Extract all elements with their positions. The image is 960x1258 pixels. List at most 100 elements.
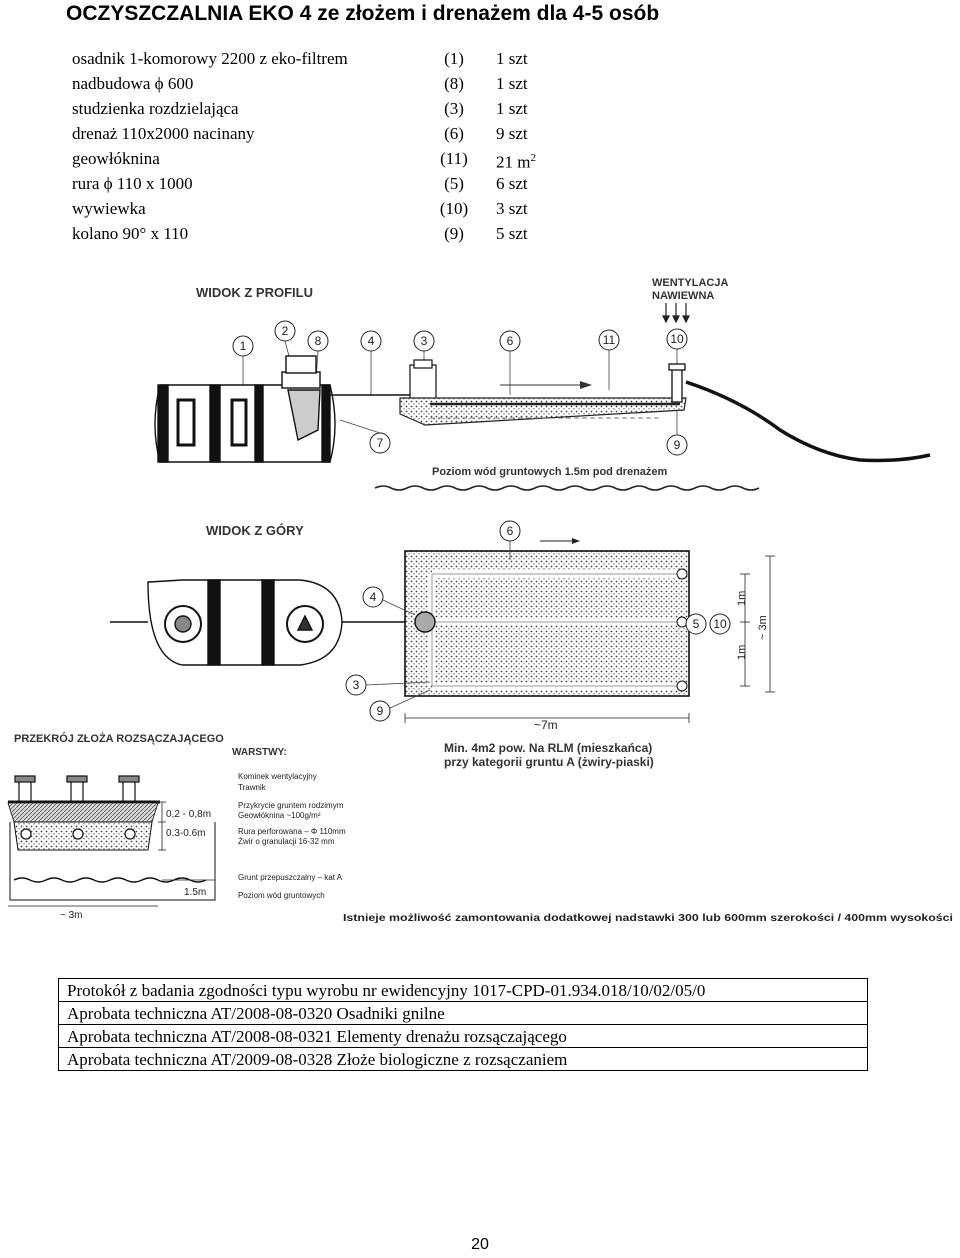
section-dimensions (8, 801, 215, 907)
dim-width: ~ 3m (60, 910, 83, 921)
part-code: (6) (444, 124, 464, 143)
parts-row: wywiewka(10)3 szt (72, 196, 572, 221)
callout-label: 11 (603, 333, 616, 347)
part-code: (5) (444, 174, 464, 193)
callout-label: 7 (377, 436, 384, 450)
parts-list: osadnik 1-komorowy 2200 z eko-filtrem (1)… (72, 46, 572, 246)
callout: 3 (345, 674, 367, 696)
parts-row: nadbudowa ϕ 600 (8) 1 szt (72, 71, 572, 96)
vent-chimneys (14, 775, 140, 803)
dim-3m: ~ 3m (757, 615, 769, 640)
extra-attachment-note: Istnieje możliwość zamontowania dodatkow… (343, 913, 953, 924)
protocol-cell: Aprobata techniczna AT/2008-08-0320 Osad… (58, 1001, 868, 1025)
part-code: (8) (444, 74, 464, 93)
part-name: rura ϕ 110 x 1000 (72, 174, 193, 193)
vent-arrows (662, 303, 690, 324)
callout: 10 (666, 328, 688, 350)
layer-label: Poziom wód gruntowych (238, 891, 325, 900)
vent-pipe (668, 363, 686, 403)
callout-label: 6 (507, 524, 514, 538)
top-view: WIDOK Z GÓRY (110, 520, 775, 769)
callout: 6 (499, 330, 521, 352)
table-row: Aprobata techniczna AT/2008-08-0320 Osad… (58, 1001, 868, 1025)
callout: 5 (685, 613, 707, 635)
part-name: nadbudowa ϕ 600 (72, 74, 194, 93)
part-name: geowłóknina (72, 149, 160, 168)
protocols-table: Protokół z badania zgodności typu wyrobu… (58, 978, 868, 1071)
distribution-box (409, 359, 437, 402)
callout: 1 (232, 335, 254, 357)
vent-label-line1: WENTYLACJA (652, 277, 728, 289)
part-qty-value: 21 m (496, 152, 531, 172)
part-code: (9) (444, 224, 464, 243)
callout-label: 3 (421, 334, 428, 348)
callout-label: 10 (670, 332, 684, 346)
part-qty: 6 szt (496, 174, 528, 193)
parts-row: osadnik 1-komorowy 2200 z eko-filtrem (1)… (72, 46, 572, 71)
callout-label: 3 (353, 678, 360, 692)
dim-1m-top: 1m (736, 591, 748, 606)
protocol-cell: Protokół z badania zgodności typu wyrobu… (58, 978, 868, 1002)
parts-row: drenaż 110x2000 nacinany(6)9 szt (72, 121, 572, 146)
septic-tank-top (110, 579, 420, 666)
callout-label: 10 (713, 617, 727, 631)
top-callouts: 6 4 5 10 3 9 (345, 520, 731, 722)
section-heading: PRZEKRÓJ ZŁOŻA ROZSĄCZAJĄCEGO (14, 732, 224, 745)
part-name: kolano 90° x 110 (72, 224, 189, 243)
document-title: OCZYSZCZALNIA EKO 4 ze złożem i drenażem… (66, 2, 660, 25)
table-row: Aprobata techniczna AT/2009-08-0328 Złoż… (58, 1047, 868, 1071)
protocol-cell: Aprobata techniczna AT/2009-08-0328 Złoż… (58, 1047, 868, 1071)
parts-row: studzienka rozdzielająca (3) 1 szt (72, 96, 572, 121)
vent-label-line2: NAWIEWNA (652, 290, 714, 302)
callout: 4 (362, 586, 384, 608)
layer-label: Przykrycie gruntem rodzimym (238, 801, 344, 810)
part-name: osadnik 1-komorowy 2200 z eko-filtrem (72, 49, 348, 68)
protocol-cell: Aprobata techniczna AT/2008-08-0321 Elem… (58, 1024, 868, 1048)
part-qty: 1 szt (496, 74, 528, 93)
table-row: Aprobata techniczna AT/2008-08-0321 Elem… (58, 1024, 868, 1048)
cross-section: PRZEKRÓJ ZŁOŻA ROZSĄCZAJĄCEGO WARSTWY: 0… (7, 732, 953, 924)
groundwater-note: Poziom wód gruntowych 1.5m pod drenażem (432, 466, 668, 478)
part-qty: 21 m2 (496, 146, 536, 175)
layer-label: Grunt przepuszczalny – kat A (238, 873, 343, 882)
callout-label: 1 (240, 339, 247, 353)
dim-cover: 0,2 - 0,8m (166, 809, 211, 820)
technical-drawing: WIDOK Z PROFILU WENTYLACJA NAWIEWNA 1 2 … (7, 277, 953, 924)
dim-1m-bottom: 1m (736, 645, 748, 660)
callout: 11 (598, 329, 620, 351)
dim-gravel: 0.3-0.6m (166, 828, 205, 839)
callout: 8 (307, 330, 329, 352)
part-qty: 1 szt (496, 99, 528, 118)
callout: 6 (499, 520, 521, 542)
part-qty: 9 szt (496, 124, 528, 143)
part-qty-exponent: 2 (530, 152, 536, 164)
callout: 9 (369, 700, 391, 722)
min-area-note-line1: Min. 4m2 pow. Na RLM (mieszkańca) (444, 741, 652, 755)
dim-7m: ~7m (534, 718, 558, 732)
profile-view: WIDOK Z PROFILU WENTYLACJA NAWIEWNA 1 2 … (154, 277, 931, 491)
part-qty: 1 szt (496, 49, 528, 68)
part-code: (10) (439, 199, 469, 218)
part-qty: 3 szt (496, 199, 528, 218)
layer-label: Żwir o granulacji 16-32 mm (238, 837, 335, 846)
dimension-lines (404, 555, 775, 723)
layer-label: Geowłóknina ~100g/m² (238, 811, 321, 820)
table-row: Protokół z badania zgodności typu wyrobu… (58, 978, 868, 1002)
part-code: (11) (440, 149, 468, 168)
section-boundary (9, 822, 216, 901)
parts-row: geowłóknina (11) 21 m2 (72, 146, 572, 172)
part-name: studzienka rozdzielająca (72, 99, 239, 118)
septic-tank-profile (154, 355, 410, 463)
layers-heading: WARSTWY: (232, 747, 287, 758)
callout: 7 (369, 432, 391, 454)
part-code: (1) (444, 49, 464, 68)
callout-leaders (242, 340, 678, 435)
callout-label: 4 (370, 590, 377, 604)
callout: 10 (709, 613, 731, 635)
part-code: (3) (444, 99, 464, 118)
callout: 4 (360, 330, 382, 352)
drainage-field-top (404, 550, 690, 697)
top-heading: WIDOK Z GÓRY (206, 523, 304, 538)
callout-label: 4 (368, 334, 375, 348)
profile-heading: WIDOK Z PROFILU (196, 285, 313, 300)
